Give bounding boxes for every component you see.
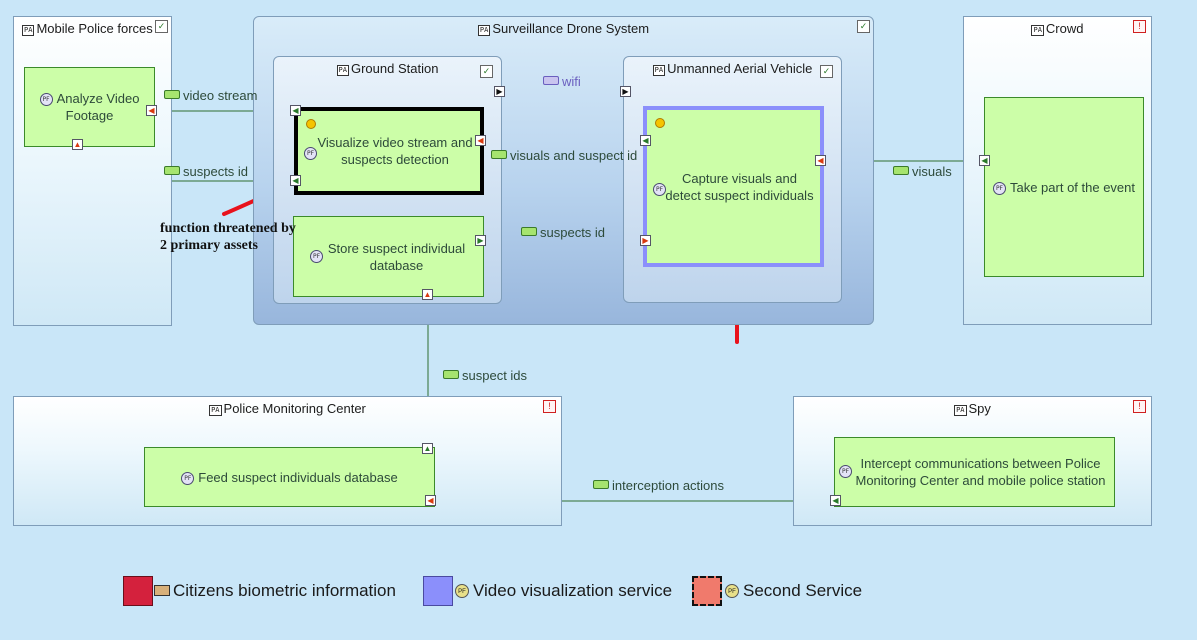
pf-icon: PF: [310, 250, 323, 263]
port-out-icon[interactable]: ▶: [640, 235, 651, 246]
legend-swatch-second: [692, 576, 722, 606]
port-in-icon[interactable]: ◀: [290, 175, 301, 186]
exchange-icon: [593, 480, 609, 489]
warning-icon: !: [543, 400, 556, 413]
port-out-icon[interactable]: ▲: [72, 139, 83, 150]
actor-title: Crowd: [1045, 21, 1084, 36]
pf-icon: PF: [304, 147, 317, 160]
exchange-icon: [164, 90, 180, 99]
actor-title: Police Monitoring Center: [223, 401, 366, 416]
flow-label-visuals-suspect-id: visuals and suspect id: [491, 148, 637, 163]
port-physical-icon[interactable]: ▶: [494, 86, 505, 97]
flow-label-interception-actions: interception actions: [593, 478, 724, 493]
function-label: Capture visuals and detect suspect indiv…: [665, 170, 814, 203]
legend-label-second: Second Service: [743, 581, 863, 600]
function-label: Visualize video stream and suspects dete…: [317, 135, 473, 167]
function-label: Take part of the event: [1009, 179, 1136, 195]
pf-icon: PF: [839, 465, 852, 478]
port-out-icon[interactable]: ◀: [815, 155, 826, 166]
pf-icon: PF: [181, 471, 195, 485]
function-visualize-video[interactable]: PF Visualize video stream and suspects d…: [294, 107, 484, 195]
function-label: Store suspect individual database: [327, 240, 466, 273]
check-icon: ✓: [857, 20, 870, 33]
function-label: Intercept communications between Police …: [855, 456, 1106, 488]
port-in-icon[interactable]: ◀: [640, 135, 651, 146]
legend-swatch-video: [423, 576, 453, 606]
pf-icon: PF: [653, 183, 666, 196]
pa-icon: PA: [652, 65, 666, 76]
exchange-icon: [893, 166, 909, 175]
check-icon: ✓: [480, 65, 493, 78]
legend-asset-icon: [154, 585, 170, 596]
exchange-icon: [443, 370, 459, 379]
flow-label-video-stream: video stream: [164, 88, 257, 103]
system-title: Surveillance Drone System: [492, 21, 650, 36]
flow-label-suspects-id: suspects id: [164, 164, 248, 179]
pa-icon: PA: [1031, 25, 1044, 36]
pa-icon: PA: [336, 65, 349, 76]
exchange-icon: [521, 227, 537, 236]
port-out-icon[interactable]: ◀: [146, 105, 157, 116]
function-capture-visuals[interactable]: PF Capture visuals and detect suspect in…: [643, 106, 824, 267]
legend-label-citizens: Citizens biometric information: [173, 581, 396, 600]
check-icon: ✓: [820, 65, 833, 78]
actor-title: Mobile Police forces: [36, 21, 153, 36]
exchange-icon: [543, 76, 559, 85]
function-intercept-communications[interactable]: PF Intercept communications between Poli…: [834, 437, 1115, 507]
port-out-icon[interactable]: ◀: [475, 135, 486, 146]
status-dot-icon: [306, 119, 316, 129]
port-in-icon[interactable]: ◀: [290, 105, 301, 116]
pa-icon: PA: [477, 25, 491, 36]
function-store-database[interactable]: PF Store suspect individual database: [293, 216, 484, 297]
exchange-icon: [164, 166, 180, 175]
port-out-icon[interactable]: ▲: [422, 289, 433, 300]
flow-label-visuals: visuals: [893, 164, 952, 179]
component-title: Unmanned Aerial Vehicle: [667, 61, 813, 76]
pa-icon: PA: [954, 405, 967, 416]
actor-title: Spy: [968, 401, 991, 416]
exchange-icon: [491, 150, 507, 159]
warning-icon: !: [1133, 400, 1146, 413]
function-label: Feed suspect individuals database: [198, 469, 398, 485]
port-out-icon[interactable]: ◀: [425, 495, 436, 506]
check-icon: ✓: [155, 20, 168, 33]
flow-label-suspect-ids: suspect ids: [443, 368, 527, 383]
port-in-icon[interactable]: ▶: [475, 235, 486, 246]
flow-label-suspects-id-mid: suspects id: [521, 225, 605, 240]
pa-icon: PA: [22, 25, 35, 36]
flow-label-wifi: wifi: [543, 74, 581, 89]
threat-annotation: function threatened by 2 primary assets: [160, 221, 296, 253]
legend-swatch-citizens: [123, 576, 153, 606]
status-dot-icon: [655, 118, 665, 128]
warning-icon: !: [1133, 20, 1146, 33]
legend-label-video: Video visualization service: [473, 581, 673, 600]
legend-service-icon: PF: [455, 584, 469, 598]
legend-service-icon: PF: [725, 584, 739, 598]
pf-icon: PF: [39, 93, 53, 107]
pf-icon: PF: [992, 181, 1006, 195]
component-title: Ground Station: [350, 61, 439, 76]
function-label: Analyze Video Footage: [56, 91, 140, 123]
port-physical-icon[interactable]: ▶: [620, 86, 631, 97]
port-in-icon[interactable]: ▲: [422, 443, 433, 454]
pa-icon: PA: [209, 405, 222, 416]
port-in-icon[interactable]: ◀: [979, 155, 990, 166]
port-in-icon[interactable]: ◀: [830, 495, 841, 506]
